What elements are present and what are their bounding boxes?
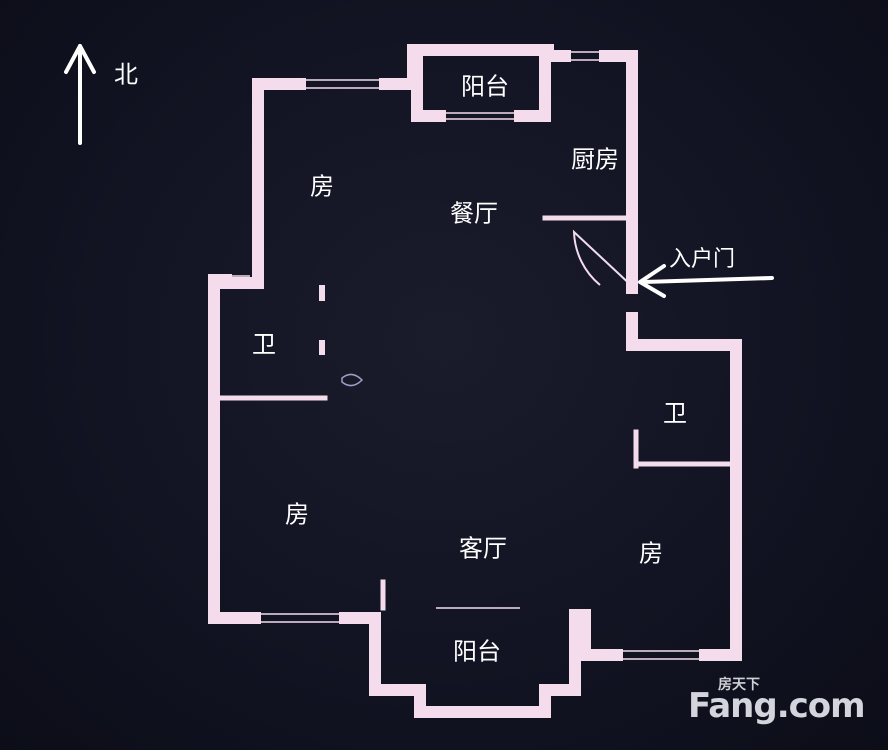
room-label-bedroom-southeast: 房 [639,539,663,568]
entrance-door [572,229,635,290]
room-label-bedroom-northwest: 房 [310,172,334,201]
room-label-bathroom-east: 卫 [663,399,687,428]
watermark-top-text: 房天下 [718,677,760,693]
windows [222,51,705,660]
room-label-bathroom-west: 卫 [252,330,276,359]
entrance-arrow-icon [638,264,774,298]
bathroom-fixture-icon [341,373,364,387]
room-label-dining-room: 餐厅 [450,199,498,228]
entrance-label: 入户门 [668,247,736,272]
interior-walls [217,215,733,611]
north-label: 北 [114,60,138,89]
room-label-living-room: 客厅 [459,534,507,563]
room-label-balcony-south: 阳台 [453,637,501,666]
room-label-bedroom-southwest: 房 [285,500,309,529]
north-arrow-icon [64,44,96,145]
watermark-main-text: Fang.com [688,686,866,726]
walls [208,44,742,718]
watermark-logo: 房天下 Fang.com [688,672,868,732]
room-label-balcony-north: 阳台 [461,72,509,101]
room-label-kitchen: 厨房 [571,145,619,174]
